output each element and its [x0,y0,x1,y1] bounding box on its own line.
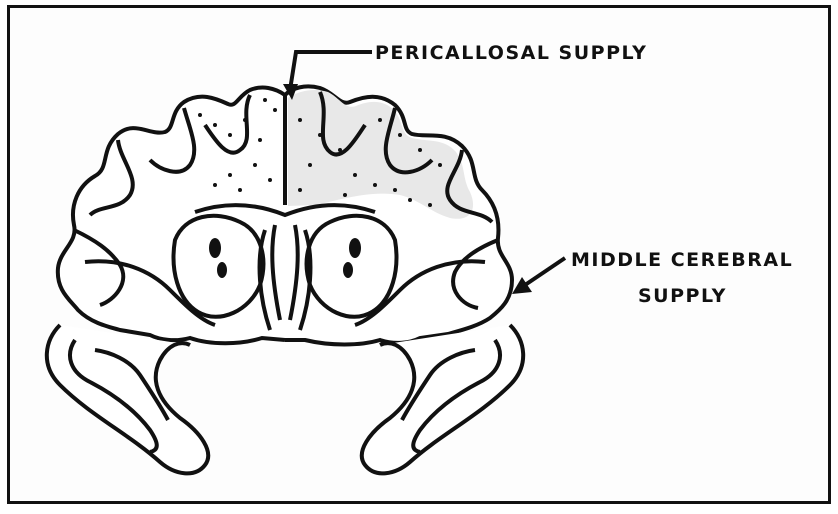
middle-cerebral-arrow [512,258,565,294]
middle-cerebral-label-line2: SUPPLY [638,285,727,307]
pericallosal-supply-label: PERICALLOSAL SUPPLY [375,42,647,64]
middle-cerebral-label-line1: MIDDLE CEREBRAL [571,249,793,271]
